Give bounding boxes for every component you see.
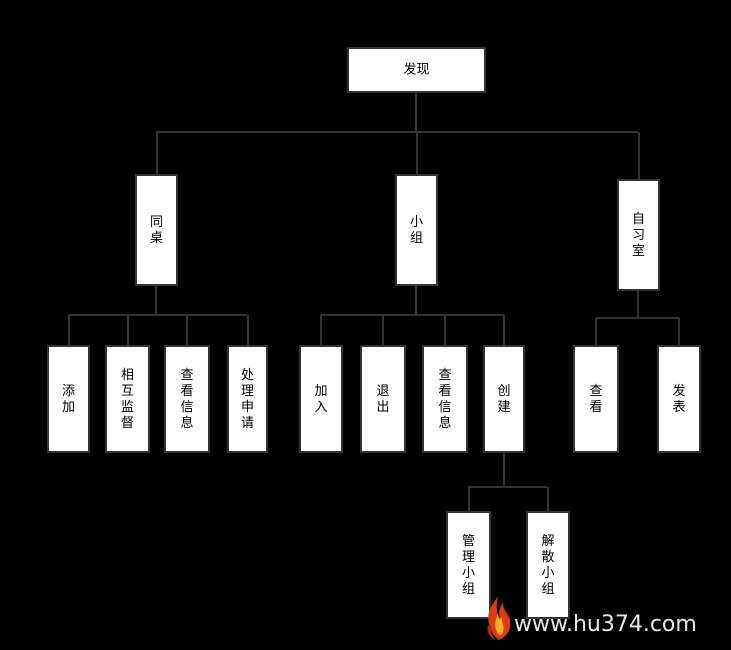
node-box: [422, 345, 468, 453]
tree-node: 加入: [299, 345, 343, 453]
node-box: [657, 345, 701, 453]
node-label: 发现: [403, 62, 429, 78]
node-box: [483, 345, 525, 453]
node-box: [105, 345, 150, 453]
node-label: 处理申请: [241, 368, 254, 431]
tree-node: 添加: [47, 345, 90, 453]
node-label: 同桌: [150, 215, 163, 246]
tree-node: 同桌: [135, 174, 178, 286]
node-box: [135, 174, 178, 286]
node-label: 查看信息: [180, 368, 193, 431]
tree-node: 发现: [347, 47, 486, 93]
node-label: 添加: [62, 384, 75, 415]
tree-node: 退出: [360, 345, 406, 453]
node-label: 查看信息: [438, 368, 451, 431]
node-label: 查看: [589, 384, 602, 415]
tree-node: 相互监督: [105, 345, 150, 453]
node-label: 加入: [314, 384, 327, 415]
node-label: 小组: [410, 215, 423, 246]
node-box: [395, 174, 438, 286]
node-label: 发表: [672, 383, 685, 415]
watermark-text: www.hu374.com: [514, 612, 697, 637]
node-label: 解散小组: [541, 534, 554, 597]
node-box: [360, 345, 406, 453]
node-label: 退出: [376, 384, 389, 415]
tree-node: 管理小组: [446, 511, 491, 619]
node-box: [227, 345, 268, 453]
node-label: 自习室: [632, 212, 645, 259]
node-box: [446, 511, 491, 619]
tree-node: 发表: [657, 345, 701, 453]
watermark: www.hu374.com: [487, 596, 697, 640]
tree-node: 解散小组: [526, 511, 570, 619]
tree-node: 查看信息: [164, 345, 210, 453]
node-box: [299, 345, 343, 453]
tree-node: 小组: [395, 174, 438, 286]
node-label: 相互监督: [121, 368, 134, 431]
tree-connectors: [68, 92, 680, 512]
flame-icon: [487, 596, 511, 640]
tree-node: 查看: [573, 345, 619, 453]
tree-node: 处理申请: [227, 345, 268, 453]
node-box: [617, 179, 660, 291]
node-box: [47, 345, 90, 453]
node-label: 创建: [497, 384, 510, 415]
node-box: [526, 511, 570, 619]
node-box: [347, 47, 486, 93]
tree-node: 查看信息: [422, 345, 468, 453]
node-box: [573, 345, 619, 453]
node-label: 管理小组: [462, 534, 475, 597]
tree-node: 创建: [483, 345, 525, 453]
node-box: [164, 345, 210, 453]
tree-node: 自习室: [617, 179, 660, 291]
